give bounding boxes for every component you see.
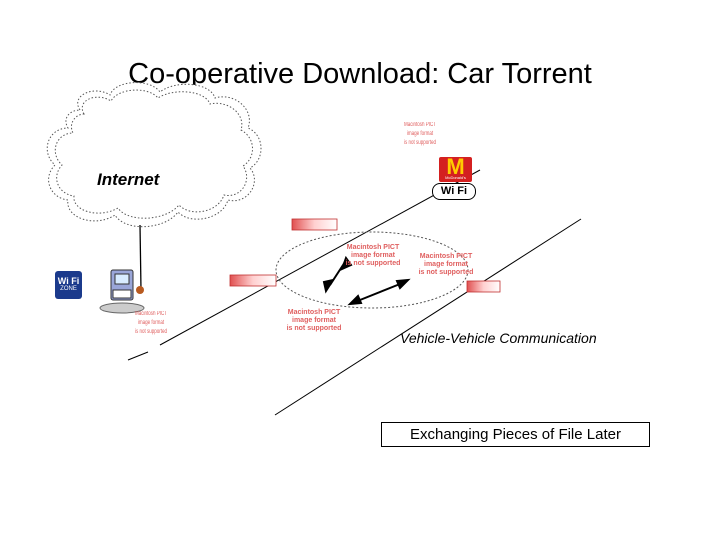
pict-placeholder-bottom: Macintosh PICT image format is not suppo…: [282, 309, 346, 333]
mcdonalds-text: McDonald's: [445, 175, 466, 180]
mcdonalds-logo-icon: M McDonald's: [439, 154, 472, 182]
pict-line: is not supported: [403, 140, 437, 146]
pict-line: image format: [351, 252, 395, 259]
exchange-pieces-box: Exchanging Pieces of File Later: [381, 422, 650, 447]
internet-cloud: [46, 82, 262, 228]
pict-placeholder-left: Macintosh PICT image format is not suppo…: [132, 310, 170, 337]
road-line-upper: [159, 169, 481, 346]
pict-line: Macintosh PICT: [419, 253, 473, 260]
pict-line: image format: [424, 261, 468, 268]
wifi-logo-icon: Wi Fi: [432, 183, 476, 200]
pict-line: Macintosh PICT: [134, 311, 168, 317]
internet-label: Internet: [97, 170, 160, 189]
road-line-stub: [127, 351, 149, 361]
pict-line: is not supported: [286, 325, 342, 332]
page-title: Co-operative Download: Car Torrent: [128, 58, 592, 90]
cloud-tether-line: [139, 224, 142, 291]
v2v-range-ellipse: [275, 231, 469, 309]
pict-placeholder-right-car: Macintosh PICT image format is not suppo…: [412, 253, 480, 277]
car-left: [229, 274, 277, 287]
pict-line: is not supported: [134, 329, 168, 335]
wifi-zone-top: Wi Fi: [57, 276, 80, 286]
wifi-zone-icon: Wi Fi ZONE: [55, 271, 82, 299]
pict-line: image format: [406, 131, 434, 137]
road-line-lower: [274, 218, 582, 416]
pict-line: Macintosh PICT: [287, 309, 341, 316]
v2v-communication-label: Vehicle-Vehicle Communication: [400, 330, 597, 346]
mcdonalds-letter: M: [446, 154, 465, 179]
pict-line: is not supported: [345, 260, 401, 267]
pict-line: Macintosh PICT: [403, 122, 437, 128]
wifi-zone-bottom: ZONE: [60, 286, 77, 292]
pict-line: image format: [292, 317, 336, 324]
pict-line: is not supported: [418, 269, 474, 276]
roadside-terminal-icon: [99, 269, 145, 314]
pict-line: Macintosh PICT: [346, 244, 400, 251]
pict-placeholder-mcdonalds: Macintosh PICT image format is not suppo…: [401, 121, 439, 148]
pict-placeholder-center-top: Macintosh PICT image format is not suppo…: [342, 244, 404, 268]
car-right: [466, 280, 501, 293]
pict-line: image format: [137, 320, 165, 326]
exchange-arrows: [322, 255, 411, 306]
car-top: [291, 218, 338, 231]
